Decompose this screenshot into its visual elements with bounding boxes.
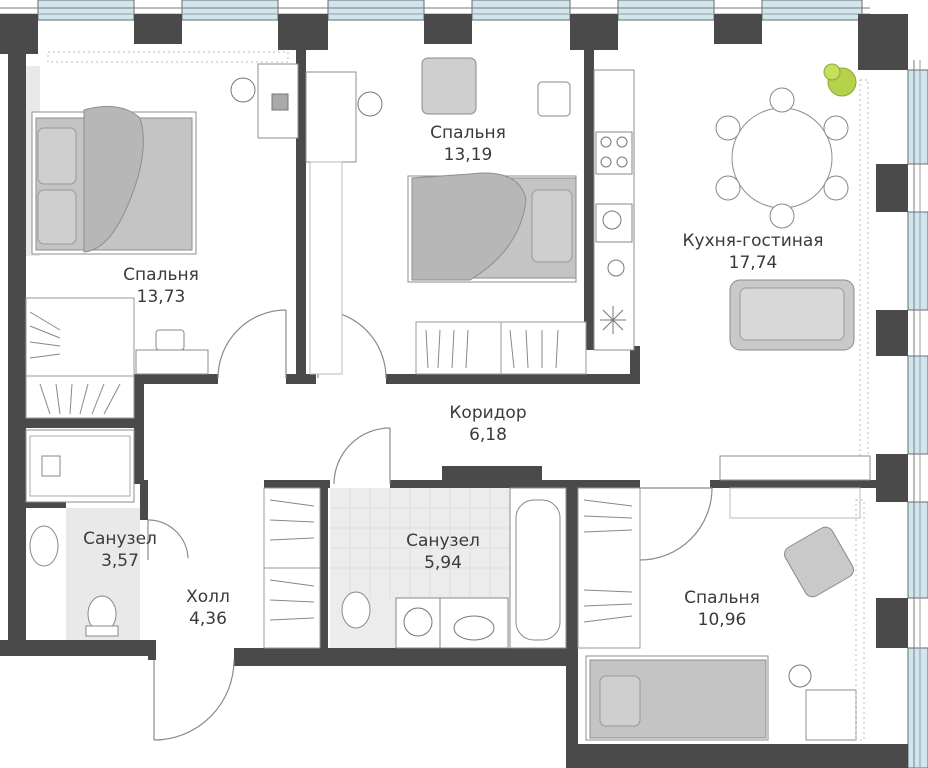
room-label-kitchen-living: Кухня-гостиная 17,74 <box>682 230 823 274</box>
bedroom-nw-furniture <box>25 51 299 419</box>
room-label-bathroom-w: Санузел 3,57 <box>83 528 157 572</box>
bathroom-w-fixtures <box>25 429 140 640</box>
room-label-hall: Холл 4,36 <box>186 586 230 630</box>
room-area: 3,57 <box>101 551 139 571</box>
room-name: Спальня <box>123 265 199 285</box>
walls <box>0 14 908 768</box>
room-area: 4,36 <box>189 609 227 629</box>
room-name: Спальня <box>430 123 506 143</box>
room-area: 6,18 <box>469 425 507 445</box>
room-area: 10,96 <box>697 610 747 630</box>
room-area: 13,73 <box>136 287 186 307</box>
bedroom-se-furniture <box>577 455 871 741</box>
room-label-bathroom-center: Санузел 5,94 <box>406 530 480 574</box>
bedroom-center-furniture <box>305 57 587 375</box>
room-name: Коридор <box>449 403 527 423</box>
room-name: Спальня <box>684 588 760 608</box>
right-windows <box>907 60 928 768</box>
kitchen-living-furniture <box>593 63 869 471</box>
room-label-bedroom-se: Спальня 10,96 <box>684 587 760 631</box>
room-label-corridor: Коридор 6,18 <box>449 402 526 446</box>
room-area: 17,74 <box>728 253 778 273</box>
room-label-bedroom-center: Спальня 13,19 <box>430 122 506 166</box>
room-area: 13,19 <box>443 145 493 165</box>
room-area: 5,94 <box>424 553 462 573</box>
bathroom-center-fixtures <box>263 487 567 649</box>
room-name: Санузел <box>406 531 480 551</box>
room-name: Санузел <box>83 529 157 549</box>
room-name: Холл <box>186 587 230 607</box>
room-label-bedroom-nw: Спальня 13,73 <box>123 264 199 308</box>
room-name: Кухня-гостиная <box>682 231 824 251</box>
